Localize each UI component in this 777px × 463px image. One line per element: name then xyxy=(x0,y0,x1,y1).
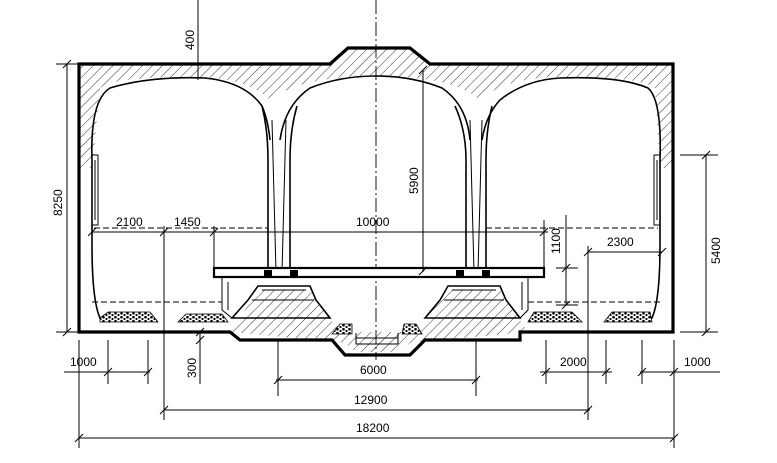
dim-inner-height-right: 5400 xyxy=(709,237,723,264)
platform-left-support xyxy=(221,277,233,319)
dim-right-span: 2300 xyxy=(607,235,634,249)
dim-total-height: 8250 xyxy=(51,189,65,216)
dimension-lines xyxy=(56,0,720,448)
ballast-center-right xyxy=(401,323,423,335)
dim-center-trench: 6000 xyxy=(360,363,387,377)
left-lower-wall xyxy=(91,160,111,323)
outer-boundary xyxy=(77,46,675,357)
right-column xyxy=(454,105,493,272)
right-lower-wall xyxy=(641,160,661,323)
dim-crown-height: 5900 xyxy=(407,167,421,194)
ballast-center-left xyxy=(331,323,353,335)
platform-slab xyxy=(212,266,546,279)
dim-foot-right: 1000 xyxy=(684,355,711,369)
ballast-right-1 xyxy=(527,311,583,323)
platform-bearing-right xyxy=(456,270,464,276)
dim-side-walkway: 2100 xyxy=(116,215,143,229)
right-bore-outline xyxy=(481,76,662,161)
left-wall-detail xyxy=(92,154,99,226)
platform-bearing-left xyxy=(264,270,272,276)
ballast-right-2 xyxy=(603,311,653,323)
ballast-left-1 xyxy=(99,311,159,323)
dim-slab-thickness: 400 xyxy=(183,30,197,50)
ballast-left-2 xyxy=(177,313,229,323)
concrete-shell xyxy=(79,48,673,168)
dim-platform-height: 1100 xyxy=(549,228,563,254)
platform-bearing-right2 xyxy=(482,270,490,276)
invert-concrete xyxy=(230,290,528,352)
platform-bearing-left2 xyxy=(290,270,298,276)
dim-overall-width: 18200 xyxy=(356,421,390,435)
left-bore-outline xyxy=(91,76,271,161)
dim-platform-width: 10000 xyxy=(356,215,390,229)
right-foundation-steps xyxy=(444,289,504,301)
dim-track-offset: 1450 xyxy=(174,215,201,229)
left-foundation-steps xyxy=(252,289,314,301)
center-bore-outline xyxy=(279,75,471,141)
dim-foot-right-inner: 2000 xyxy=(560,355,587,369)
platform-right-support xyxy=(519,277,529,319)
dim-inner-span: 12900 xyxy=(354,393,388,407)
right-wall-detail xyxy=(653,154,660,226)
dim-foot-left: 1000 xyxy=(70,355,97,369)
dim-invert-depth: 300 xyxy=(185,358,199,378)
right-column-inner xyxy=(469,119,483,273)
left-column-inner xyxy=(271,119,287,273)
left-column xyxy=(261,105,298,272)
left-foundation xyxy=(230,285,332,319)
center-trench xyxy=(355,333,399,345)
